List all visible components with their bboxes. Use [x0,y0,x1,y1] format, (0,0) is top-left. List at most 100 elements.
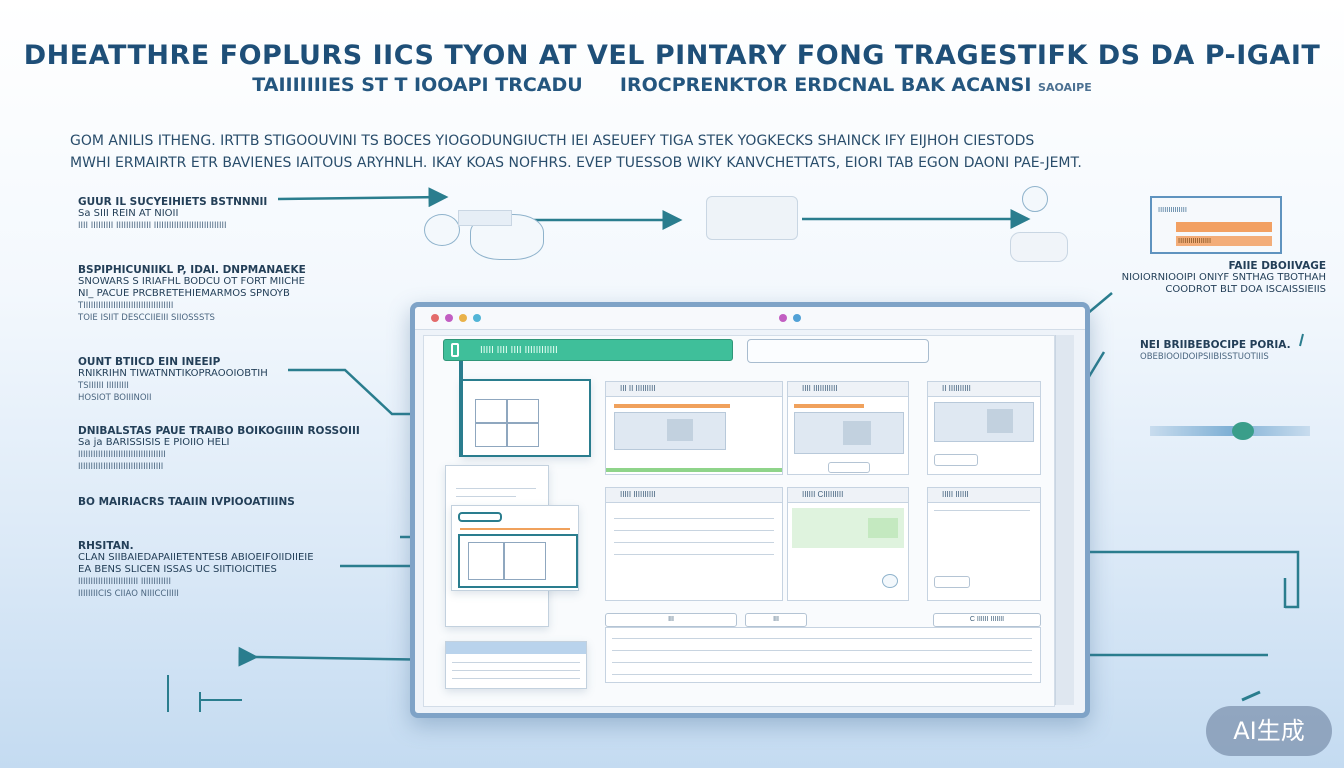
list-item [452,662,580,663]
status-dot-2-icon [793,314,801,322]
flow-step-4-icon [1022,186,1048,212]
left-label-2-heading: BSPIPHICUNIIKL P, IDAI. DNPMANAEKE [78,264,306,276]
page-subtitle: TAIIIIIIIES ST T IOOAPI TRCADU IROCPRENK… [0,74,1344,96]
panel-5-header: IIIIII CIIIIIIIII [788,488,908,503]
left-label-1-line2: IIII IIIIIIIII IIIIIIIIIIIIII IIIIIIIIII… [78,221,227,231]
left-label-6-heading: RHSITAN. [78,540,134,552]
list-item [452,670,580,671]
left-label-4-heading: DNIBALSTAS PAUE TRAIBO BOIKOGIIIN ROSSOI… [78,425,360,437]
grid-card-1[interactable] [461,379,591,457]
stats-card-label: IIIIIIIIIIIIII [1158,206,1187,214]
bottom-table [605,627,1041,683]
panel-6[interactable]: IIIII IIIIII [927,487,1041,601]
left-label-2-line1: SNOWARS S IRIAFHL BODCU OT FORT MIICHE [78,276,305,287]
right-label-2: NEI BRIIBEBOCIPE PORIA. OBEBIOOIDOIPSIIB… [1140,339,1291,363]
left-label-2-line4: TOIE ISIIT DESCCIIEIII SIIOSSSTS [78,313,215,323]
left-label-4-line3: IIIIIIIIIIIIIIIIIIIIIIIIIIIIIIIIII [78,462,164,472]
grid-cell [507,423,539,447]
table-row [612,662,1032,663]
progress-strip [1150,426,1310,436]
table-row [612,650,1032,651]
bottom-tab-3[interactable]: C IIIIII IIIIIII [933,613,1041,627]
secondary-search-input[interactable] [747,339,929,363]
panel-6-button[interactable] [934,576,970,588]
grid-cell [504,542,546,580]
flow-step-1-icon [424,214,460,246]
panel-6-header: IIIII IIIIII [928,488,1040,503]
right-label-1-line1: NIOIORNIOOIPI ONIYF SNTHAG TBOTHAH [1121,272,1326,283]
close-dot-icon[interactable] [431,314,439,322]
progress-strip-icon [1232,422,1254,440]
page-title: DHEATTHRE FOPLURS IICS TYON AT VEL PINTA… [23,40,1321,71]
search-input[interactable]: IIIII IIII IIII IIIIIIIIIIII [443,339,733,361]
intro-line-1: GOM ANILIS ITHENG. IRTTB STIGOOUVINI TS … [70,133,1035,149]
bottom-left-card-header [446,642,586,654]
panel-3-thumbnail [934,402,1034,442]
table-row [612,638,1032,639]
bottom-tab-2[interactable]: III [745,613,807,627]
panel-1-header: III II IIIIIIIII [606,382,782,397]
panel-2-thumbnail-shape [843,421,871,445]
left-label-3-line2: TSIIIIII IIIIIIIII [78,381,129,391]
bottom-tab-1[interactable]: III [605,613,737,627]
app-window: IIIII IIII IIII IIIIIIIIIIII III II IIII… [410,302,1090,718]
flow-step-2-device-icon [458,210,512,226]
left-label-1-line1: Sa SIII REIN AT NIOII [78,208,179,219]
left-label-5-heading: BO MAIRIACRS TAAIIN IVPIOOATIIINS [78,496,295,508]
table-row [614,530,774,531]
left-label-3-line1: RNIKRIHN TIWATNNTIKOPRAOOIOBTIH [78,368,268,379]
grid-card-2[interactable] [451,505,579,591]
status-dot-icon [779,314,787,322]
subtitle-left: TAIIIIIIIES ST T IOOAPI TRCADU [252,74,583,96]
table-row [614,542,774,543]
panel-2-thumbnail [794,412,904,454]
panel-1-accent [614,404,730,408]
list-item [456,496,516,497]
subtitle-right: IROCPRENKTOR ERDCNAL BAK ACANSI [619,74,1032,96]
stats-card-value: IIIIIIIIIIIIIIII [1178,237,1212,245]
panel-1-status-bar [606,468,782,472]
panel-4[interactable]: IIIII IIIIIIIIII [605,487,783,601]
panel-4-header: IIIII IIIIIIIIII [606,488,782,503]
left-label-4-line1: Sa ja BARISSISIS E PIOIIO HELI [78,437,230,448]
left-label-6-line4: IIIIIIIICIS CIIAO NIIICCIIIII [78,589,179,599]
table-row [614,518,774,519]
panel-3[interactable]: II IIIIIIIIII [927,381,1041,475]
panel-5-highlight-box [868,518,898,538]
table-row [934,510,1030,511]
left-label-1: GUUR IL SUCYEIHIETS BSTNNNII Sa SIII REI… [78,196,267,232]
window-titlebar [415,307,1085,330]
maximize-dot-icon[interactable] [459,314,467,322]
intro-line-2: MWHI ERMAIRTR ETR BAVIENES IAITOUS ARYHN… [70,155,1082,171]
ai-generated-badge: AI生成 [1206,706,1332,756]
panel-2[interactable]: IIII IIIIIIIIIII [787,381,909,475]
stats-bar-1 [1176,222,1272,232]
table-row [614,554,774,555]
grid-card-2-frame [458,534,578,588]
grid-cell [475,423,507,447]
extra-dot-icon [473,314,481,322]
flow-step-3-icon [706,196,798,240]
left-label-6-line2: EA BENS SLICEN ISSAS UC SIITIOICITIES [78,564,277,575]
grid-card-1-accent [459,361,463,457]
panel-1-thumbnail-shape [667,419,693,441]
grid-cell [507,399,539,423]
left-label-3-heading: OUNT BTIICD EIN INEEIP [78,356,221,368]
right-label-2-line1: OBEBIOOIDOIPSIIBISSTUOTIIIS [1140,352,1269,362]
bottom-left-card[interactable] [445,641,587,689]
panel-5[interactable]: IIIIII CIIIIIIIII [787,487,909,601]
table-row [612,674,1032,675]
subtitle-tag: SAOAIPE [1038,81,1092,94]
right-label-1: FAIIE DBOIIVAGE NIOIORNIOOIPI ONIYF SNTH… [1110,260,1326,296]
left-label-6: RHSITAN. CLAN SIIBAIEDAPAIIETENTESB ABIO… [78,540,314,600]
window-scrollbar[interactable] [1055,335,1074,705]
left-label-4-line2: IIIIIIIIIIIIIIIIIIIIIIIIIIIIIIIIIII [78,450,166,460]
panel-2-header: IIII IIIIIIIIIII [788,382,908,397]
minimize-dot-icon[interactable] [445,314,453,322]
stats-bar-2 [1176,236,1272,246]
grid-card-2-pill [458,512,502,522]
panel-2-button[interactable] [828,462,870,473]
left-label-6-line1: CLAN SIIBAIEDAPAIIETENTESB ABIOEIFOIIDII… [78,552,314,563]
panel-1[interactable]: III II IIIIIIIII [605,381,783,475]
panel-3-button[interactable] [934,454,978,466]
